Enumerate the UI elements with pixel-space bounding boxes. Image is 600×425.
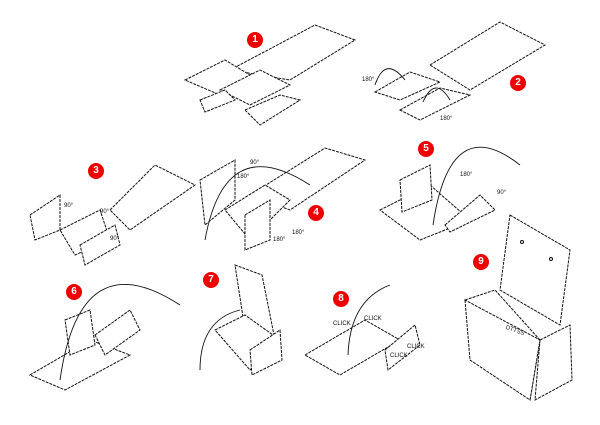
step-1-badge: 1 (247, 32, 263, 48)
click-label: CLICK (390, 353, 408, 359)
click-label: CLICK (333, 321, 351, 327)
fold-angle-label: 180° (273, 237, 286, 243)
step-7-badge: 7 (203, 272, 219, 288)
step-3-drawing (29, 164, 196, 266)
step-6-drawing (28, 283, 181, 391)
step-9-drawing (464, 214, 573, 402)
step-5-drawing (379, 146, 521, 241)
fold-angle-label: 180° (440, 116, 453, 122)
step-7-drawing (199, 264, 283, 376)
fold-angle-label: 90° (497, 190, 507, 196)
fold-angle-label: 180° (237, 174, 250, 180)
step-8-drawing (304, 284, 421, 376)
step-5-badge: 5 (418, 141, 434, 157)
fold-angle-label: 180° (460, 172, 473, 178)
click-label: CLICK (407, 344, 425, 350)
fold-angle-label: 180° (362, 77, 375, 83)
click-label: CLICK (364, 316, 382, 322)
step-6-badge: 6 (66, 284, 82, 300)
fold-angle-label: 180° (292, 230, 305, 236)
step-9-badge: 9 (473, 254, 489, 270)
step-1-drawing (183, 24, 357, 126)
fold-angle-label: 90° (100, 209, 110, 215)
step-3-badge: 3 (88, 163, 104, 179)
step-2-drawing (373, 21, 547, 121)
fold-angle-label: 90° (64, 203, 74, 209)
fold-angle-label: 90° (250, 160, 260, 166)
step-4-drawing (199, 147, 367, 251)
step-2-badge: 2 (510, 75, 526, 91)
step-4-badge: 4 (308, 205, 324, 221)
step-8-badge: 8 (333, 291, 349, 307)
fold-angle-label: 90° (110, 236, 120, 242)
